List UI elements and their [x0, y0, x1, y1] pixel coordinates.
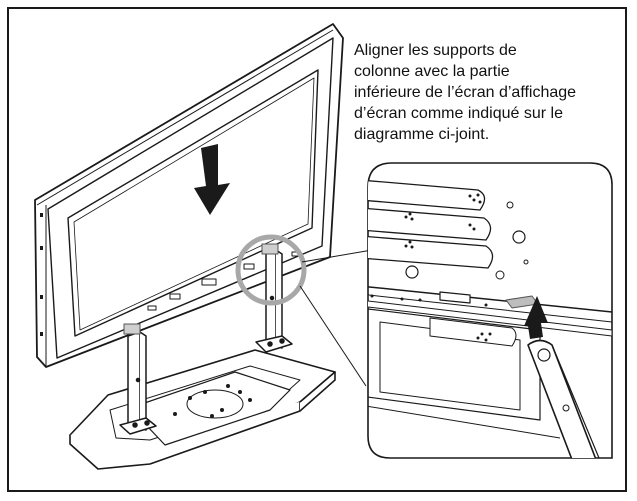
stand-post-left	[119, 323, 157, 435]
arrow-up-icon	[524, 296, 548, 339]
stand-base	[69, 349, 336, 470]
stand-post-right	[255, 243, 293, 353]
display-panel	[34, 23, 344, 368]
instruction-text: Aligner les supports de colonne avec la …	[354, 42, 577, 143]
detail-inset	[367, 162, 613, 459]
detail-highlight-circle	[235, 234, 307, 306]
arrow-down-icon	[194, 144, 230, 215]
detail-callout-lines	[299, 249, 373, 387]
